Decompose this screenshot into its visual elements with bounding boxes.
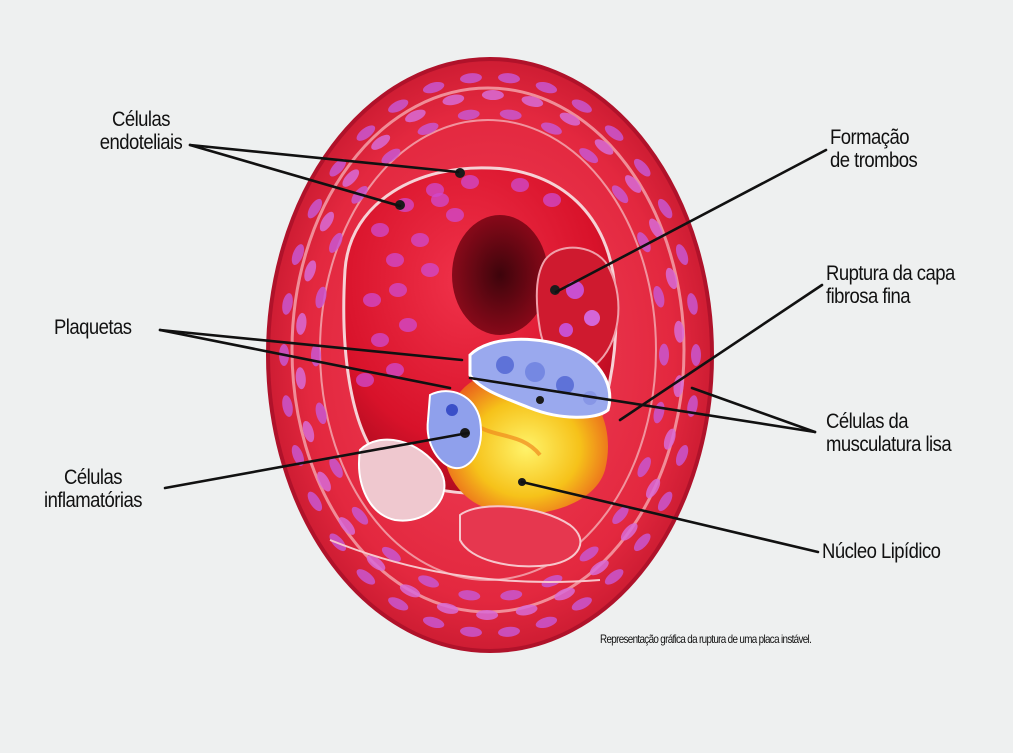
- endothelial-cell: [543, 193, 561, 207]
- smooth-muscle-cell: [659, 344, 669, 366]
- endothelial-cell: [371, 223, 389, 237]
- label-celulas-endoteliais: Células endoteliais: [75, 108, 207, 154]
- endothelial-cell: [356, 373, 374, 387]
- smooth-muscle-cell: [691, 344, 701, 366]
- endothelial-cell: [431, 193, 449, 207]
- endothelial-cell: [386, 253, 404, 267]
- label-plaquetas: Plaquetas: [54, 316, 131, 339]
- label-nucleo-lipidico: Núcleo Lipídico: [822, 540, 940, 563]
- endothelial-cell: [461, 175, 479, 189]
- endothelial-cell: [411, 233, 429, 247]
- label-celulas-musculatura: Células da musculatura lisa: [826, 410, 951, 456]
- endothelial-cell: [371, 333, 389, 347]
- label-celulas-inflamatorias: Células inflamatórias: [27, 466, 159, 512]
- endothelial-cell: [363, 293, 381, 307]
- endothelial-cell: [389, 283, 407, 297]
- leader-line-celulas-musculatura: [692, 388, 815, 432]
- endothelial-cell: [446, 208, 464, 222]
- label-formacao-trombos: Formação de trombos: [830, 126, 917, 172]
- endothelial-cell: [399, 318, 417, 332]
- endothelial-cell: [511, 178, 529, 192]
- label-ruptura-capa: Ruptura da capa fibrosa fina: [826, 262, 955, 308]
- figure-caption: Representação gráfica da ruptura de uma …: [600, 632, 811, 646]
- endothelial-cell: [421, 263, 439, 277]
